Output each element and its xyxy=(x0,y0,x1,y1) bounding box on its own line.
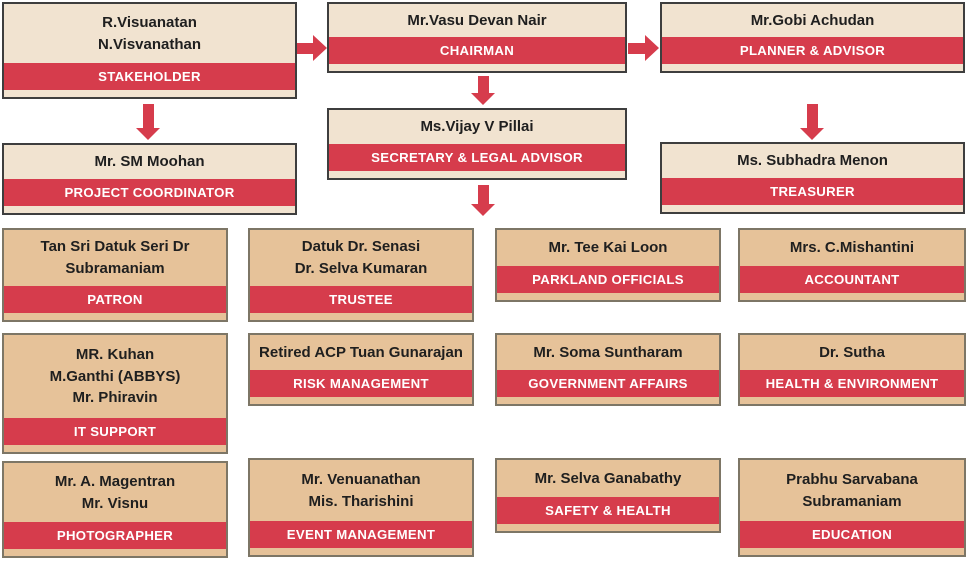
person-name: Prabhu Sarvabana Subramaniam xyxy=(786,470,918,510)
person-name: Mr. SM Moohan xyxy=(94,153,205,171)
role-banner: ACCOUNTANT xyxy=(740,266,964,293)
box-footer-strip xyxy=(250,397,472,404)
person-name: Mr. Soma Suntharam xyxy=(533,343,683,361)
person-name: Ms. Subhadra Menon xyxy=(737,152,888,170)
org-box-planner-advisor: Mr.Gobi Achudan PLANNER & ADVISOR xyxy=(660,2,965,73)
box-footer-strip xyxy=(497,293,719,300)
org-box-health-environment: Dr. Sutha HEALTH & ENVIRONMENT xyxy=(738,333,966,406)
role-banner: PATRON xyxy=(4,286,226,313)
person-name: Datuk Dr. Senasi Dr. Selva Kumaran xyxy=(294,238,428,277)
box-footer-strip xyxy=(4,206,295,213)
box-footer-strip xyxy=(497,397,719,404)
role-banner: IT SUPPORT xyxy=(4,418,226,445)
org-box-risk-management: Retired ACP Tuan Gunarajan RISK MANAGEME… xyxy=(248,333,474,406)
box-footer-strip xyxy=(250,548,472,555)
role-banner: TRUSTEE xyxy=(250,286,472,313)
person-name: Tan Sri Datuk Seri Dr Subramaniam xyxy=(40,238,190,277)
role-banner: TREASURER xyxy=(662,178,963,205)
org-box-event-management: Mr. Venuanathan Mis. Tharishini EVENT MA… xyxy=(248,458,474,557)
role-banner: RISK MANAGEMENT xyxy=(250,370,472,397)
person-name: MR. Kuhan M.Ganthi (ABBYS) Mr. Phiravin xyxy=(49,345,181,407)
box-footer-strip xyxy=(662,64,963,71)
org-box-stakeholder: R.Visuanatan N.Visvanathan STAKEHOLDER xyxy=(2,2,297,99)
role-banner: EVENT MANAGEMENT xyxy=(250,521,472,548)
box-footer-strip xyxy=(329,64,625,71)
arrow-down-icon xyxy=(471,185,495,216)
box-footer-strip xyxy=(4,313,226,320)
person-name: Mr. Venuanathan Mis. Tharishini xyxy=(301,470,421,510)
box-footer-strip xyxy=(740,548,964,555)
person-name: Mr. Tee Kai Loon xyxy=(548,239,668,257)
box-footer-strip xyxy=(740,397,964,404)
role-banner: PHOTOGRAPHER xyxy=(4,522,226,549)
org-box-education: Prabhu Sarvabana Subramaniam EDUCATION xyxy=(738,458,966,557)
org-box-safety-health: Mr. Selva Ganabathy SAFETY & HEALTH xyxy=(495,458,721,533)
org-box-photographer: Mr. A. Magentran Mr. Visnu PHOTOGRAPHER xyxy=(2,461,228,558)
box-footer-strip xyxy=(662,205,963,212)
arrow-down-icon xyxy=(471,76,495,105)
role-banner: SAFETY & HEALTH xyxy=(497,497,719,524)
org-box-trustee: Datuk Dr. Senasi Dr. Selva Kumaran TRUST… xyxy=(248,228,474,322)
org-box-secretary: Ms.Vijay V Pillai SECRETARY & LEGAL ADVI… xyxy=(327,108,627,180)
org-box-project-coordinator: Mr. SM Moohan PROJECT COORDINATOR xyxy=(2,143,297,215)
org-box-government-affairs: Mr. Soma Suntharam GOVERNMENT AFFAIRS xyxy=(495,333,721,406)
org-box-accountant: Mrs. C.Mishantini ACCOUNTANT xyxy=(738,228,966,302)
role-banner: GOVERNMENT AFFAIRS xyxy=(497,370,719,397)
person-name: Ms.Vijay V Pillai xyxy=(420,118,534,136)
person-name: Mr.Vasu Devan Nair xyxy=(407,11,547,29)
box-footer-strip xyxy=(4,90,295,97)
org-box-treasurer: Ms. Subhadra Menon TREASURER xyxy=(660,142,965,214)
role-banner: CHAIRMAN xyxy=(329,37,625,64)
person-name: Dr. Sutha xyxy=(819,343,885,361)
box-footer-strip xyxy=(329,171,625,178)
arrow-right-icon xyxy=(628,35,659,61)
person-name: Mr. Selva Ganabathy xyxy=(534,469,682,487)
role-banner: PROJECT COORDINATOR xyxy=(4,179,295,206)
arrow-right-icon xyxy=(297,35,327,61)
org-box-patron: Tan Sri Datuk Seri Dr Subramaniam PATRON xyxy=(2,228,228,322)
role-banner: EDUCATION xyxy=(740,521,964,548)
role-banner: PARKLAND OFFICIALS xyxy=(497,266,719,293)
role-banner: STAKEHOLDER xyxy=(4,63,295,90)
org-box-parkland-officials: Mr. Tee Kai Loon PARKLAND OFFICIALS xyxy=(495,228,721,302)
person-name: R.Visuanatan N.Visvanathan xyxy=(97,13,202,53)
role-banner: HEALTH & ENVIRONMENT xyxy=(740,370,964,397)
box-footer-strip xyxy=(740,293,964,300)
arrow-down-icon xyxy=(136,104,160,140)
box-footer-strip xyxy=(250,313,472,320)
person-name: Mrs. C.Mishantini xyxy=(789,239,915,257)
arrow-down-icon xyxy=(800,104,824,140)
person-name: Mr.Gobi Achudan xyxy=(750,11,875,29)
role-banner: PLANNER & ADVISOR xyxy=(662,37,963,64)
person-name: Retired ACP Tuan Gunarajan xyxy=(259,343,463,361)
role-banner: SECRETARY & LEGAL ADVISOR xyxy=(329,144,625,171)
box-footer-strip xyxy=(4,549,226,556)
person-name: Mr. A. Magentran Mr. Visnu xyxy=(54,472,176,512)
org-box-it-support: MR. Kuhan M.Ganthi (ABBYS) Mr. Phiravin … xyxy=(2,333,228,454)
box-footer-strip xyxy=(4,445,226,452)
org-box-chairman: Mr.Vasu Devan Nair CHAIRMAN xyxy=(327,2,627,73)
box-footer-strip xyxy=(497,524,719,531)
